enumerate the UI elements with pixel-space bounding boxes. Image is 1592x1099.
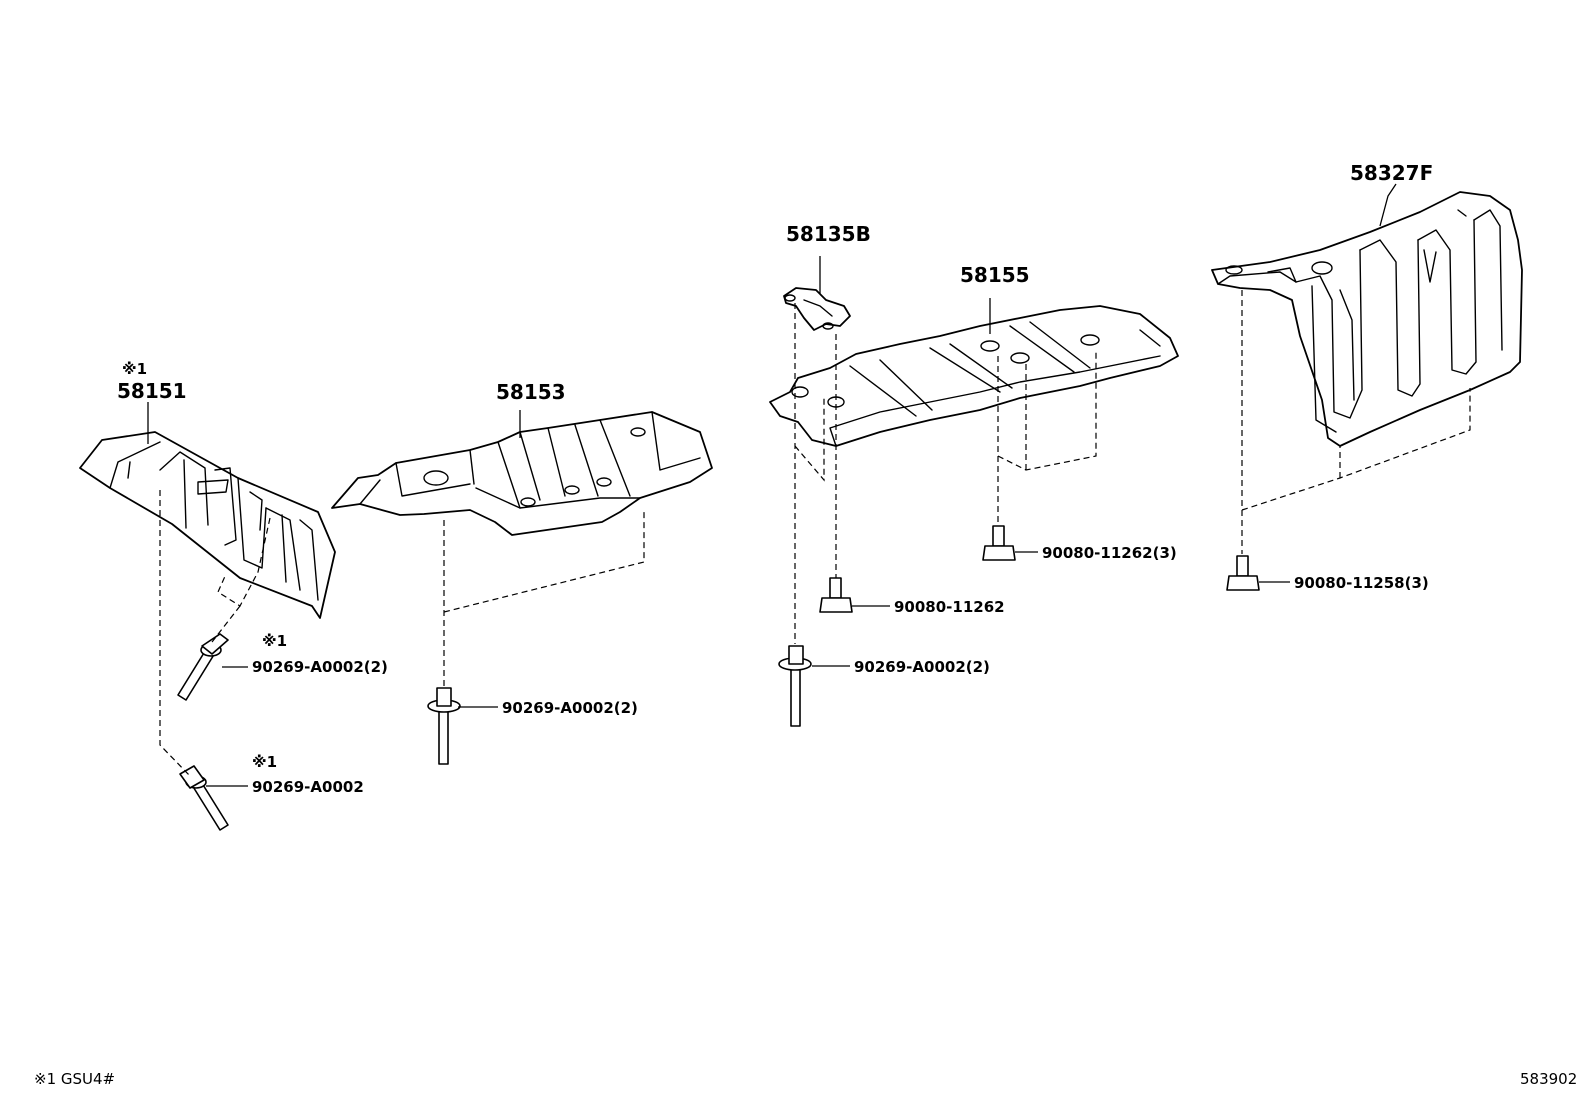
insulator-58153: [331, 411, 713, 536]
bracket-58135b: [783, 287, 851, 331]
part-label-58135b: 58135B: [786, 222, 871, 246]
clip-fastener-5: [778, 645, 812, 727]
fastener-label-1: 90269-A0002(2): [252, 658, 388, 676]
fastener-label-5: 90269-A0002(2): [854, 658, 990, 676]
fastener-label-4: 90080-11262: [894, 598, 1005, 616]
alignment-lines: [159, 290, 1471, 777]
part-label-58327f: 58327F: [1350, 161, 1433, 185]
mark-58151: ※1: [122, 360, 147, 378]
clip-fastener-1: [177, 633, 229, 701]
insulator-58327f: [1211, 191, 1523, 447]
mark-fastener-2: ※1: [252, 753, 277, 771]
fastener-label-2: 90269-A0002: [252, 778, 364, 796]
bolt-fastener-4: [819, 577, 853, 613]
insulator-58155: [769, 305, 1179, 447]
fastener-label-3: 90269-A0002(2): [502, 699, 638, 717]
mark-fastener-1: ※1: [262, 632, 287, 650]
clip-fastener-3: [427, 687, 461, 765]
part-label-58151: 58151: [117, 379, 187, 403]
bolt-fastener-7: [1226, 555, 1260, 591]
fastener-label-6: 90080-11262(3): [1042, 544, 1177, 562]
clip-fastener-2: [179, 765, 229, 831]
fastener-label-7: 90080-11258(3): [1294, 574, 1429, 592]
insulator-58151: [79, 431, 336, 619]
bolt-fastener-6: [982, 525, 1016, 561]
part-label-58153: 58153: [496, 380, 566, 404]
legend-note: ※1 GSU4#: [34, 1070, 115, 1088]
leader-lines: [147, 183, 1397, 787]
part-label-58155: 58155: [960, 263, 1030, 287]
diagram-code: 583902: [1520, 1070, 1577, 1088]
